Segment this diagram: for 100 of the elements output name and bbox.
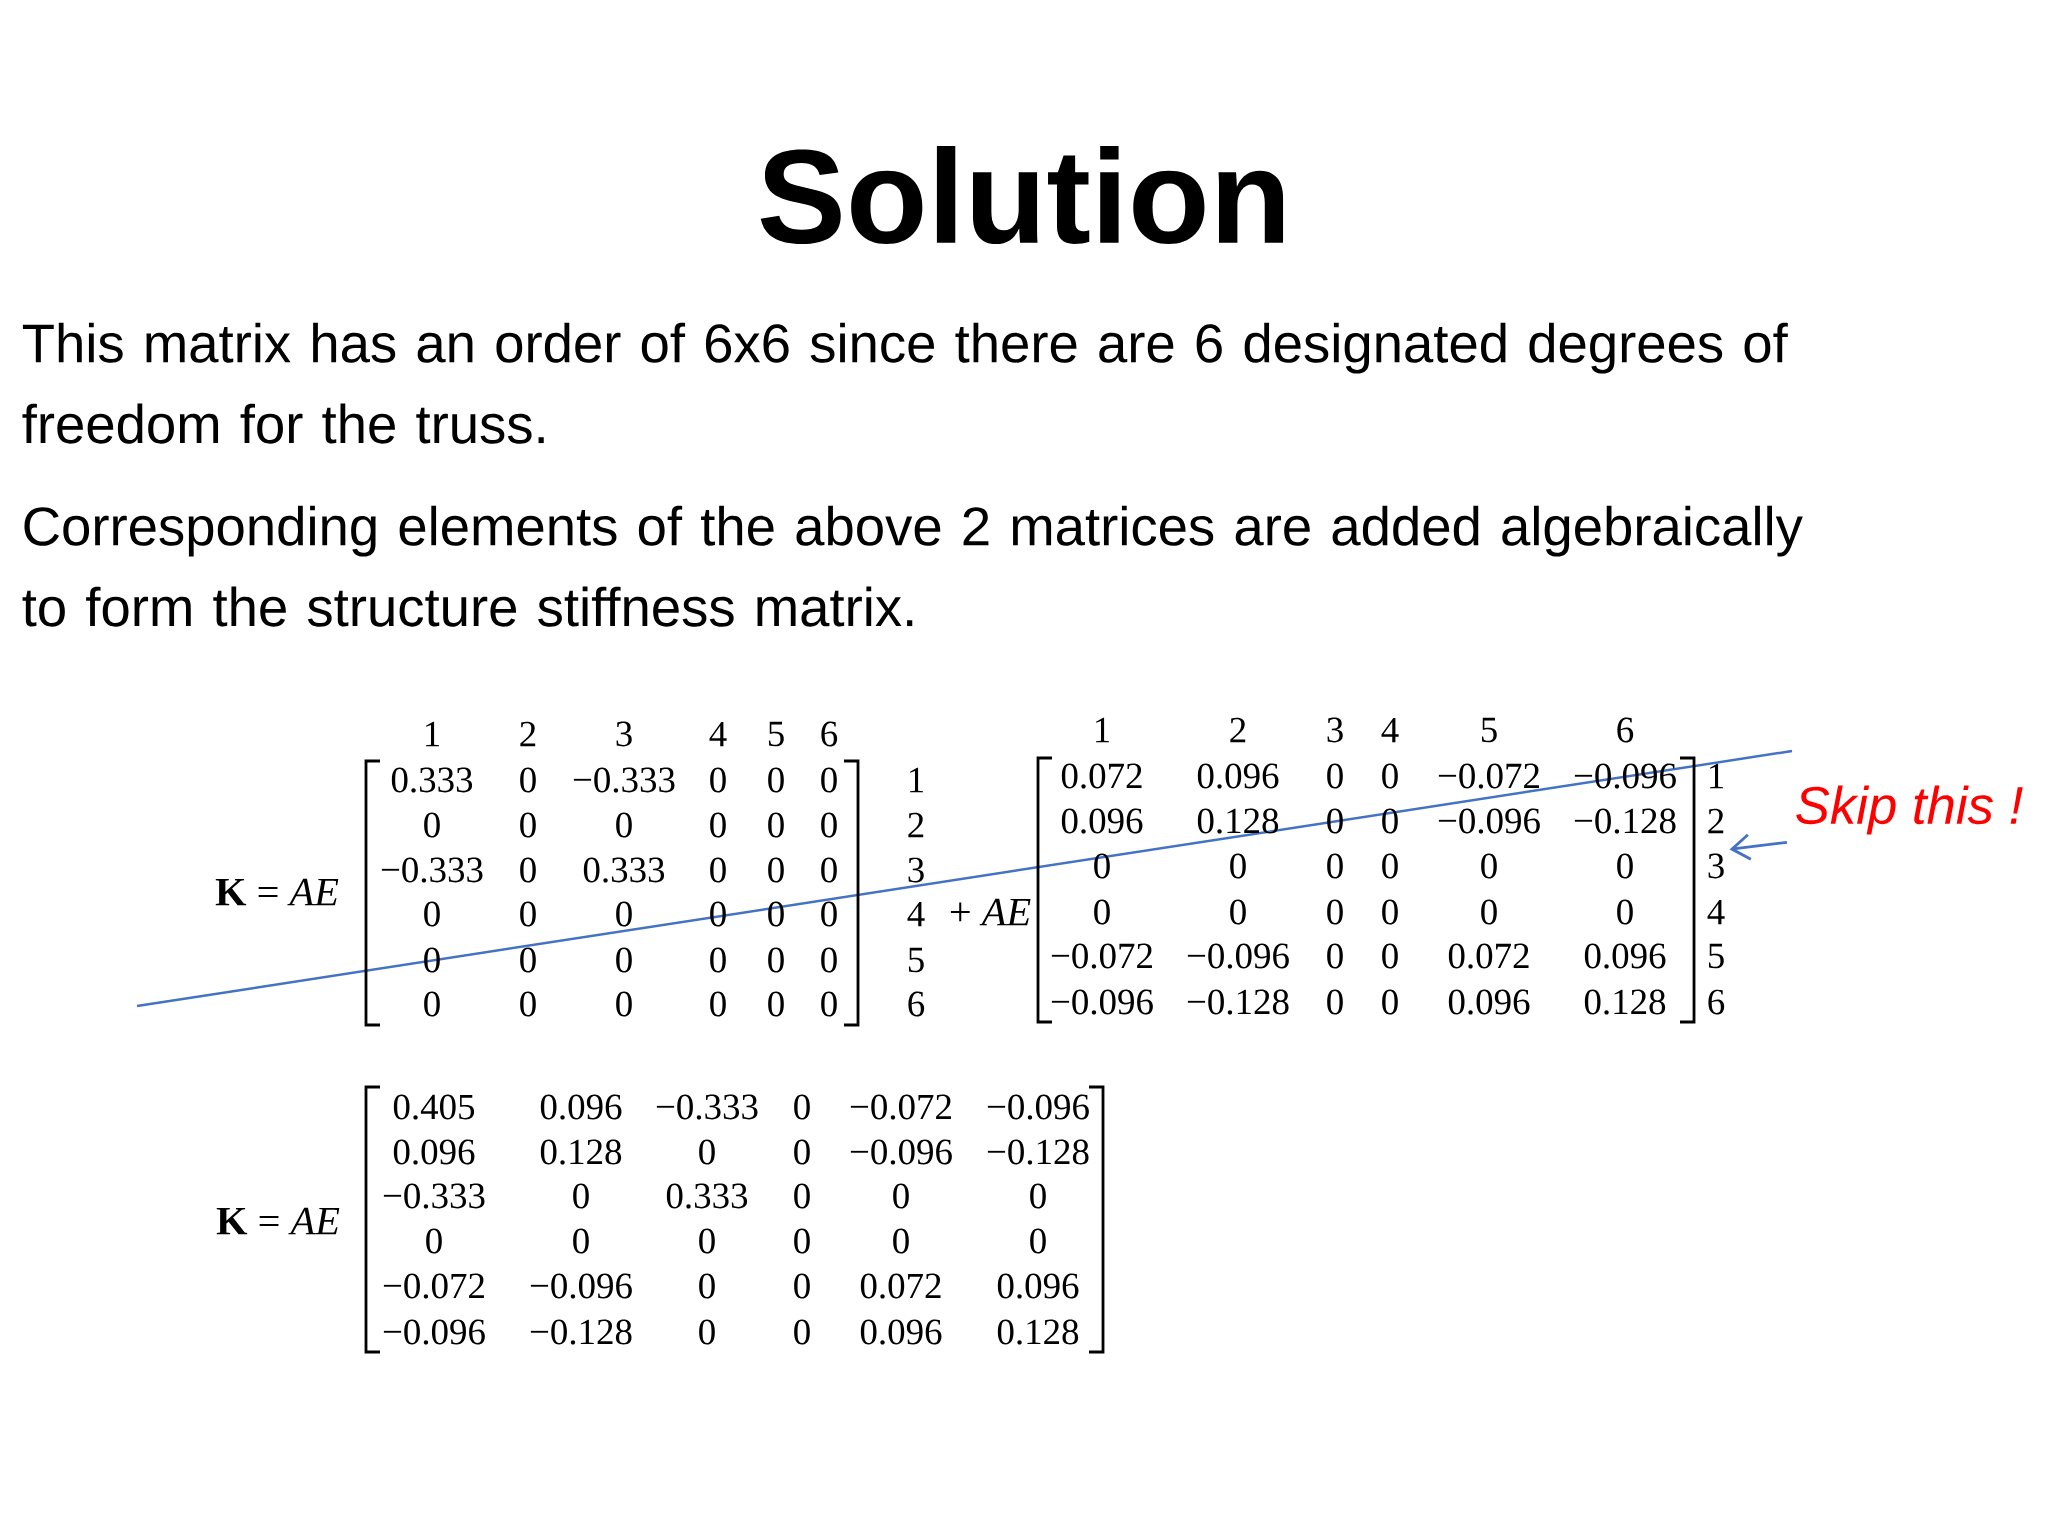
matrix-entry: 0 — [699, 1139, 715, 1165]
matrix-entry: −0.096 — [383, 1319, 485, 1345]
matrix-entry: 0.128 — [997, 1319, 1079, 1345]
matrix-entry: −0.128 — [1574, 808, 1676, 834]
matrix-entry: 0 — [794, 1319, 810, 1345]
matrix-entry: 0 — [520, 767, 536, 793]
matrix-entry: 0 — [520, 901, 536, 927]
matrix-entry: 0 — [520, 947, 536, 973]
column-number: 6 — [821, 721, 838, 747]
title: Solution — [760, 145, 1284, 245]
matrix-entry: 0 — [1382, 989, 1398, 1015]
matrix-entry: 0 — [794, 1228, 810, 1254]
matrix-entry: 0.128 — [540, 1139, 622, 1165]
matrix-entry: −0.333 — [656, 1094, 758, 1120]
matrix-entry: 0 — [893, 1228, 909, 1254]
matrix-entry: −0.072 — [383, 1273, 484, 1299]
matrix-entry: 0 — [520, 857, 536, 883]
matrix-entry: 0.072 — [1448, 943, 1529, 969]
matrix-entry: −0.128 — [987, 1139, 1089, 1165]
column-number: 2 — [520, 721, 536, 747]
matrix-entry: −0.333 — [383, 1183, 485, 1209]
matrix-entry: 0 — [699, 1273, 715, 1299]
row-number: 5 — [908, 947, 924, 973]
matrix-entry: 0 — [1327, 763, 1343, 789]
matrix-entry: −0.096 — [1438, 808, 1540, 834]
arrow — [1729, 833, 1788, 861]
matrix-entry: 0.333 — [583, 857, 665, 883]
matrix-entry: 0 — [1230, 853, 1246, 879]
column-number: 5 — [768, 721, 784, 747]
matrix-entry: −0.096 — [1187, 943, 1289, 969]
matrix-entry: 0.333 — [666, 1183, 748, 1209]
paragraph: Corresponding elements of the above 2 matrices are added algebraically to form the structure stiffness matrix. — [22, 505, 1803, 627]
matrix-entry: 0.128 — [1197, 808, 1279, 834]
matrix-entry: 0 — [710, 991, 726, 1017]
matrix-entry: 0 — [424, 812, 440, 838]
matrix-entry: 0 — [699, 1319, 715, 1345]
equation-label: K = AE — [215, 878, 339, 906]
matrix-entry: 0 — [893, 1183, 909, 1209]
matrix-entry: 0.096 — [1061, 808, 1143, 834]
matrix-entry: 0 — [1617, 853, 1633, 879]
matrix-entry: −0.072 — [1438, 763, 1539, 789]
matrix-entry: 0 — [699, 1228, 715, 1254]
matrix-entry: 0 — [794, 1094, 810, 1120]
matrix-entry: 0.128 — [1584, 989, 1666, 1015]
matrix-entry: 0.096 — [540, 1094, 622, 1120]
row-number: 4 — [907, 901, 925, 927]
row-number: 6 — [1708, 989, 1725, 1015]
matrix-entry: −0.128 — [530, 1319, 632, 1345]
matrix-entry: 0 — [1382, 899, 1398, 925]
equation-label: K = AE — [216, 1207, 340, 1235]
matrix-entry: 0 — [1094, 853, 1110, 879]
matrix-entry: 0 — [768, 767, 784, 793]
matrix-entry: 0 — [821, 857, 837, 883]
matrix-entry: 0 — [1481, 899, 1497, 925]
matrix-entry: −0.333 — [573, 767, 675, 793]
column-number: 6 — [1617, 717, 1634, 743]
matrix-entry: 0 — [768, 901, 784, 927]
matrix-entry: 0 — [520, 991, 536, 1017]
matrix-entry: 0 — [1030, 1228, 1046, 1254]
row-number: 1 — [910, 767, 923, 793]
matrix-entry: 0 — [768, 812, 784, 838]
paragraph: This matrix has an order of 6x6 since there are 6 designated degrees of freedom for the truss. — [22, 322, 1788, 444]
row-number: 4 — [1707, 899, 1725, 925]
matrix-entry: 0 — [424, 901, 440, 927]
matrix-entry: 0 — [710, 947, 726, 973]
column-number: 4 — [1381, 717, 1399, 743]
matrix-entry: 0.096 — [1584, 943, 1666, 969]
matrix-entry: 0 — [710, 767, 726, 793]
matrix-entry: 0.096 — [393, 1139, 475, 1165]
matrix-entry: −0.128 — [1187, 989, 1289, 1015]
matrix-entry: 0 — [616, 947, 632, 973]
column-number: 5 — [1481, 717, 1497, 743]
matrix-entry: 0 — [794, 1273, 810, 1299]
matrix-entry: 0 — [520, 812, 536, 838]
matrix-entry: 0 — [1382, 763, 1398, 789]
matrix-entry: 0 — [616, 901, 632, 927]
column-number: 3 — [1327, 717, 1343, 743]
matrix-entry: 0 — [768, 857, 784, 883]
matrix-entry: 0.333 — [391, 767, 473, 793]
matrix-entry: 0 — [821, 767, 837, 793]
matrix-entry: 0 — [710, 812, 726, 838]
matrix-entry: 0 — [1327, 853, 1343, 879]
matrix-entry: −0.072 — [850, 1094, 951, 1120]
matrix-entry: 0.096 — [997, 1273, 1079, 1299]
column-number: 1 — [1096, 717, 1109, 743]
matrix-entry: 0 — [821, 812, 837, 838]
matrix-entry: −0.096 — [530, 1273, 632, 1299]
matrix-entry: −0.096 — [987, 1094, 1089, 1120]
matrix-entry: 0 — [1382, 943, 1398, 969]
row-number: 3 — [1708, 853, 1724, 879]
matrix-entry: 0 — [573, 1183, 589, 1209]
matrix-entry: 0 — [1382, 853, 1398, 879]
matrix-entry: 0.072 — [860, 1273, 941, 1299]
matrix-entry: 0 — [1094, 899, 1110, 925]
matrix-entry: 0 — [1382, 808, 1398, 834]
row-number: 2 — [1708, 808, 1724, 834]
matrix-entry: 0 — [710, 857, 726, 883]
matrix-entry: 0.405 — [393, 1094, 475, 1120]
matrix-entry: 0 — [1030, 1183, 1046, 1209]
matrix-entry: 0 — [821, 947, 837, 973]
